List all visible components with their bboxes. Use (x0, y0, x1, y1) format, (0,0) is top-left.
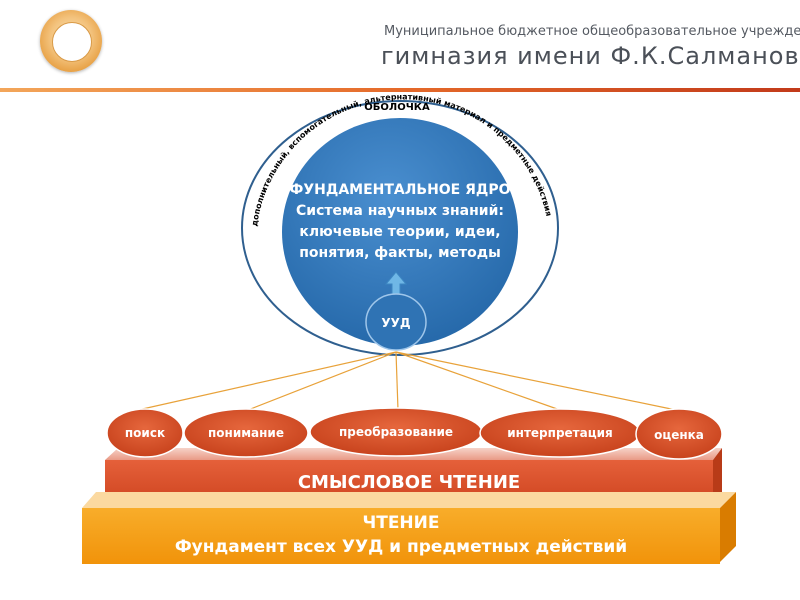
connector-evaluation (395, 351, 677, 411)
shell-label: ОБОЛОЧКА (364, 102, 430, 113)
pill-understanding-label: понимание (208, 426, 284, 440)
reading-label: ЧТЕНИЕ (362, 513, 440, 533)
pill-transform-label: преобразование (339, 425, 453, 439)
org-name: Муниципальное бюджетное общеобразователь… (384, 24, 800, 39)
semantic-bar-side (713, 448, 722, 504)
pill-search-label: поиск (125, 426, 165, 440)
pill-interpretation-label: интерпретация (507, 426, 612, 440)
header-divider (0, 88, 800, 92)
reading-bar-text: ЧТЕНИЕ Фундамент всех УУД и предметных д… (82, 508, 720, 564)
reading-bar-side (720, 492, 736, 562)
connector-interpretation (395, 351, 561, 411)
up-arrow-icon (384, 271, 408, 296)
core-title: ФУНДАМЕНТАЛЬНОЕ ЯДРО (289, 182, 511, 198)
school-name: гимназия имени Ф.К.Салманова (381, 42, 800, 70)
reading-bar-top (82, 492, 736, 508)
core-line-1: Система научных знаний: (296, 203, 504, 219)
pill-evaluation (635, 408, 723, 460)
school-logo (40, 10, 102, 72)
core-line-3: понятия, факты, методы (299, 245, 501, 261)
reading-bar-front (82, 508, 720, 564)
pill-search (106, 408, 184, 458)
core-text-block: ФУНДАМЕНТАЛЬНОЕ ЯДРО Система научных зна… (280, 180, 520, 264)
logo-emblem (52, 22, 92, 62)
connector-transform (395, 351, 399, 411)
core-circle (282, 118, 518, 346)
core-line-2: ключевые теории, идеи, (299, 224, 501, 240)
pill-understanding (183, 408, 309, 458)
connector-understanding (247, 351, 397, 411)
connector-search (137, 351, 397, 411)
uud-label: УУД (381, 316, 410, 330)
pill-evaluation-label: оценка (654, 428, 704, 442)
skill-pills: поиск понимание преобразование интерпрет… (106, 407, 723, 460)
connector-lines (137, 351, 677, 411)
reading-sublabel: Фундамент всех УУД и предметных действий (174, 537, 628, 557)
semantic-reading-label: СМЫСЛОВОЕ ЧТЕНИЕ (297, 471, 521, 493)
uud-circle (365, 293, 427, 351)
